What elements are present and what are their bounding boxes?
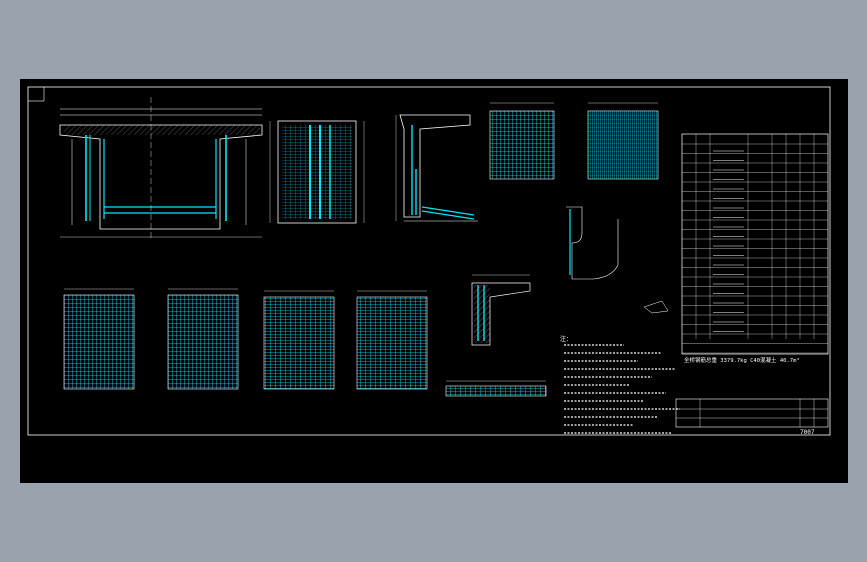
mesh-panel-bottom-2 (167, 294, 239, 390)
notes-heading: 注： (560, 335, 572, 343)
sheet-number: 7007 (800, 429, 815, 436)
mesh-panel-bottom-1 (63, 294, 135, 390)
rebar-schedule-table (681, 133, 829, 355)
beam-strip (445, 385, 547, 397)
mesh-panel-bottom-3 (263, 296, 335, 390)
detail-section-c (395, 114, 478, 222)
rebar-layout-a (269, 120, 365, 224)
cantilever-section (471, 274, 531, 346)
cad-drawing-canvas[interactable]: 7007 全桥钢筋总重 3379.7kg C40混凝土 40.7m³ 注： (20, 79, 848, 483)
sheet-border (27, 86, 831, 436)
title-block (675, 398, 829, 428)
notes-area (564, 344, 680, 434)
drawing-sheet: 7007 全桥钢筋总重 3379.7kg C40混凝土 40.7m³ 注： (27, 86, 831, 436)
small-detail-mark (643, 300, 669, 314)
mesh-panel-top-1 (489, 110, 555, 180)
bent-bar-detail (566, 206, 619, 280)
mesh-panel-bottom-4 (356, 296, 428, 390)
cross-section-view (59, 97, 263, 239)
total-weight-note: 全桥钢筋总重 3379.7kg C40混凝土 40.7m³ (684, 356, 800, 364)
